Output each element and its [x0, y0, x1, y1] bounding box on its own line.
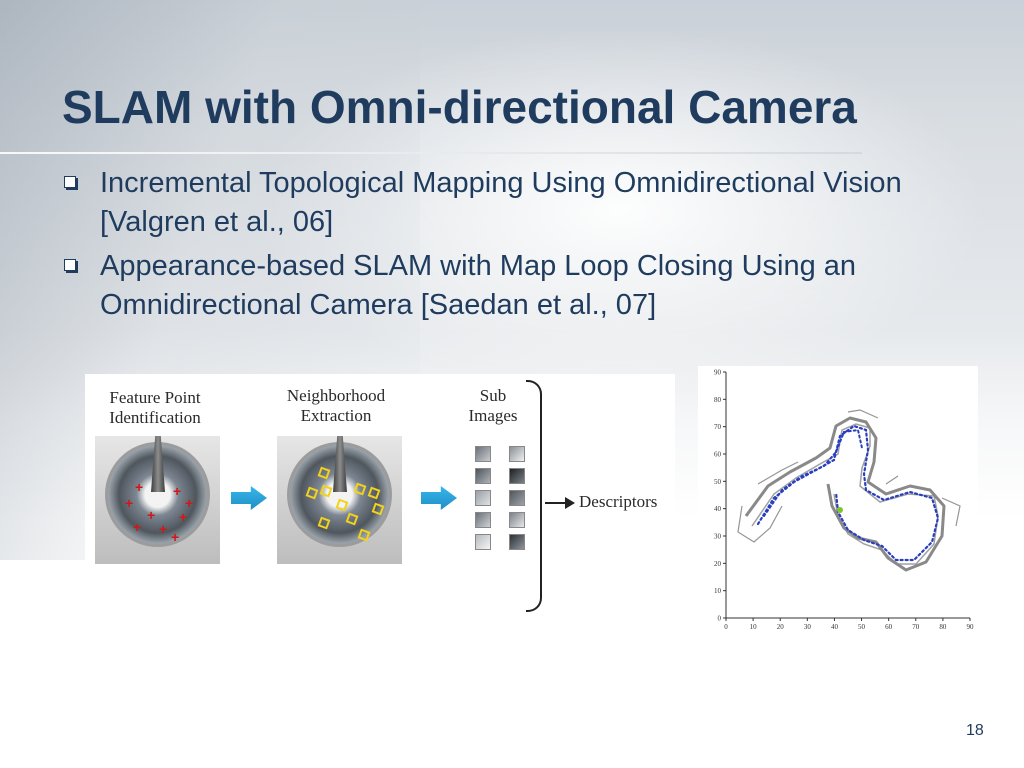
y-tick-label: 10 — [714, 587, 722, 595]
slide-title: SLAM with Omni-directional Camera — [62, 81, 857, 133]
omni-mirror-ring — [105, 442, 210, 547]
camera-cone — [333, 436, 347, 492]
x-tick-label: 30 — [804, 623, 812, 631]
y-tick-label: 80 — [714, 396, 722, 404]
caption-line: Feature Point — [109, 388, 201, 407]
hollow-square-bullet-icon — [64, 176, 76, 188]
feature-point-marker: + — [159, 521, 168, 537]
descriptor-arrow-icon — [545, 497, 575, 509]
y-tick-label: 60 — [714, 451, 722, 459]
feature-point-marker: + — [185, 495, 194, 511]
camera-cone — [151, 436, 165, 492]
feature-point-marker: + — [179, 509, 188, 525]
slam-map-plot: 0 10 20 30 40 50 60 70 80 90 0 10 20 30 40 50 60 70 80 90 — [698, 366, 978, 634]
x-tick-label: 90 — [967, 623, 975, 631]
sub-image-patch — [509, 446, 525, 462]
sub-image-patch — [475, 512, 491, 528]
x-tick-label: 0 — [724, 623, 728, 631]
hollow-square-bullet-icon — [64, 259, 76, 271]
robot-trajectory — [756, 424, 940, 562]
right-arrow-icon — [231, 486, 267, 510]
sub-images-bracket — [526, 380, 542, 612]
bullet-list: Incremental Topological Mapping Using Om… — [62, 164, 962, 330]
y-tick-label: 20 — [714, 560, 722, 568]
feature-point-marker: + — [125, 495, 134, 511]
caption-line: Sub — [479, 386, 507, 405]
step-caption-sub-images: Sub Images — [463, 386, 523, 426]
feature-pipeline-figure: Feature Point Identification Neighborhoo… — [85, 374, 675, 614]
sub-image-patch — [475, 490, 491, 506]
y-tick-label: 0 — [718, 615, 722, 623]
y-tick-label: 30 — [714, 533, 722, 541]
feature-point-marker: + — [173, 483, 182, 499]
sub-image-patch — [475, 446, 491, 462]
step-caption-neighborhood: Neighborhood Extraction — [271, 386, 401, 426]
bullet-text: Incremental Topological Mapping Using Om… — [100, 167, 902, 238]
bullet-text: Appearance-based SLAM with Map Loop Clos… — [100, 250, 857, 321]
feature-point-marker: + — [135, 479, 144, 495]
sub-image-patch — [475, 534, 491, 550]
feature-point-marker: + — [147, 507, 156, 523]
bullet-item: Incremental Topological Mapping Using Om… — [62, 164, 962, 242]
right-arrow-icon — [421, 486, 457, 510]
x-tick-label: 40 — [831, 623, 839, 631]
y-tick-label: 40 — [714, 505, 722, 513]
omni-image-neighborhoods — [277, 436, 402, 564]
x-tick-label: 60 — [885, 623, 893, 631]
feature-point-marker: + — [133, 519, 142, 535]
x-tick-label: 70 — [912, 623, 920, 631]
sub-image-patch — [509, 534, 525, 550]
title-divider — [0, 152, 862, 154]
caption-line: Identification — [109, 408, 201, 427]
y-tick-label: 70 — [714, 423, 722, 431]
slam-map-svg: 0 10 20 30 40 50 60 70 80 90 0 10 20 30 40 50 60 70 80 90 — [714, 369, 974, 632]
sub-image-patch — [475, 468, 491, 484]
x-tick-label: 20 — [777, 623, 785, 631]
sub-image-patch — [509, 490, 525, 506]
x-tick-label: 50 — [858, 623, 866, 631]
sub-image-patch — [509, 468, 525, 484]
bullet-item: Appearance-based SLAM with Map Loop Clos… — [62, 247, 962, 325]
caption-line: Extraction — [300, 406, 372, 425]
plot-axes: 0 10 20 30 40 50 60 70 80 90 0 10 20 30 40 50 60 70 80 90 — [714, 369, 974, 632]
y-tick-label: 90 — [714, 369, 722, 377]
caption-line: Images — [468, 406, 518, 425]
descriptors-label: Descriptors — [579, 492, 658, 511]
feature-point-marker: + — [171, 529, 180, 545]
x-tick-label: 80 — [939, 623, 947, 631]
step-caption-feature-point: Feature Point Identification — [95, 388, 215, 428]
x-tick-label: 10 — [750, 623, 758, 631]
y-tick-label: 50 — [714, 478, 722, 486]
start-point-marker — [837, 507, 843, 513]
sub-image-patch — [509, 512, 525, 528]
omni-image-features: + + + + + + + + + — [95, 436, 220, 564]
caption-line: Neighborhood — [286, 386, 386, 405]
page-number: 18 — [966, 722, 984, 739]
